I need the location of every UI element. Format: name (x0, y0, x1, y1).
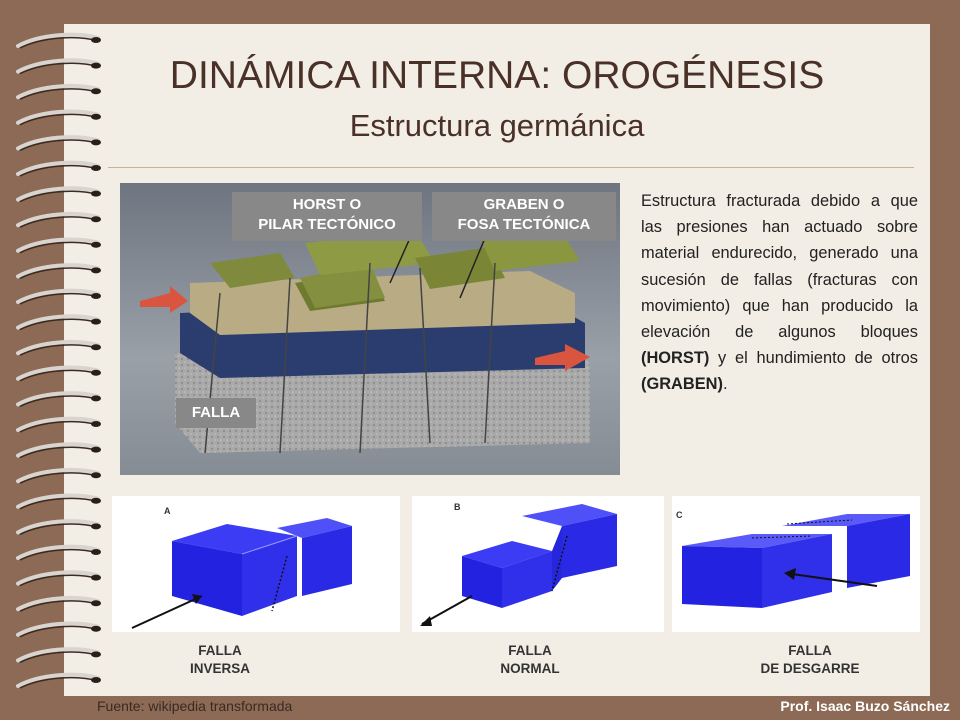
spiral-hole (91, 37, 101, 43)
spiral-hole (91, 241, 101, 248)
fault-panel-inversa: A (112, 496, 400, 632)
spiral-coil (16, 672, 100, 688)
spiral-hole (91, 165, 101, 171)
description-text: Estructura fracturada debido a que las p… (641, 192, 918, 394)
spiral-coil (16, 595, 100, 612)
spiral-hole (91, 549, 101, 555)
spiral-coil (16, 647, 100, 663)
spiral-hole (91, 677, 101, 683)
spiral-coil (16, 83, 100, 100)
spiral-hole (91, 472, 101, 479)
spiral-hole (91, 446, 101, 453)
spiral-hole (91, 139, 101, 146)
spiral-coil (16, 211, 100, 228)
spiral-coil (16, 493, 100, 509)
spiral-hole (91, 318, 101, 325)
slide-subtitle: Estructura germánica (349, 108, 645, 143)
spiral-hole (91, 190, 101, 197)
spiral-coil (16, 544, 100, 560)
spiral-hole (91, 625, 101, 632)
spiral-hole (91, 395, 101, 402)
spiral-coil (16, 314, 100, 330)
spiral-hole (91, 421, 101, 427)
right-arrow-icon (535, 344, 590, 371)
spiral-hole (91, 574, 101, 581)
spiral-coil (16, 621, 100, 637)
spiral-coil (16, 467, 100, 484)
spiral-coil (16, 32, 100, 48)
spiral-hole (91, 651, 101, 658)
spiral-coil (16, 109, 100, 125)
fault-panel-normal: B (412, 496, 664, 632)
spiral-coil (16, 237, 100, 253)
left-arrow-icon (140, 286, 188, 313)
source-note: Fuente: wikipedia transformada (97, 698, 293, 714)
spiral-coil (16, 519, 100, 535)
spiral-hole (91, 344, 101, 351)
spiral-coil (16, 365, 100, 381)
spiral-hole (91, 293, 101, 299)
falla-label: FALLA (176, 398, 256, 428)
spiral-coil (16, 58, 100, 74)
spiral-coil (16, 160, 100, 176)
author-name: Prof. Isaac Buzo Sánchez (780, 698, 950, 714)
panel-letter-b: B (454, 502, 461, 512)
spiral-coil (16, 135, 100, 151)
title-divider (108, 167, 914, 168)
spiral-coil (16, 288, 100, 304)
slide-title: DINÁMICA INTERNA: OROGÉNESIS (169, 54, 825, 97)
spiral-hole (91, 267, 101, 274)
fault-panel-desgarre: C (672, 496, 920, 632)
spiral-coil (16, 339, 100, 356)
spiral-hole (91, 216, 101, 223)
graben-label: GRABEN O FOSA TECTÓNICA (432, 192, 616, 241)
spiral-hole (91, 497, 101, 504)
spiral-coil (16, 570, 100, 586)
panel-letter-a: A (164, 506, 171, 516)
spiral-coil (16, 186, 100, 202)
spiral-hole (91, 88, 101, 95)
spiral-binding (16, 32, 101, 689)
spiral-hole (91, 113, 101, 120)
spiral-coil (16, 263, 100, 279)
spiral-hole (91, 62, 101, 69)
spiral-coil (16, 416, 100, 432)
spiral-coil (16, 442, 100, 458)
arrow-icon (784, 568, 796, 580)
arrow-icon (420, 616, 432, 626)
horst-label: HORST O PILAR TECTÓNICO (232, 192, 422, 241)
arrow-icon (192, 594, 202, 604)
spiral-hole (91, 369, 101, 376)
spiral-hole (91, 523, 101, 530)
panel-letter-c: C (676, 510, 683, 520)
spiral-hole (91, 600, 101, 607)
spiral-coil (16, 391, 100, 407)
horst-graben-illustration (140, 229, 590, 454)
